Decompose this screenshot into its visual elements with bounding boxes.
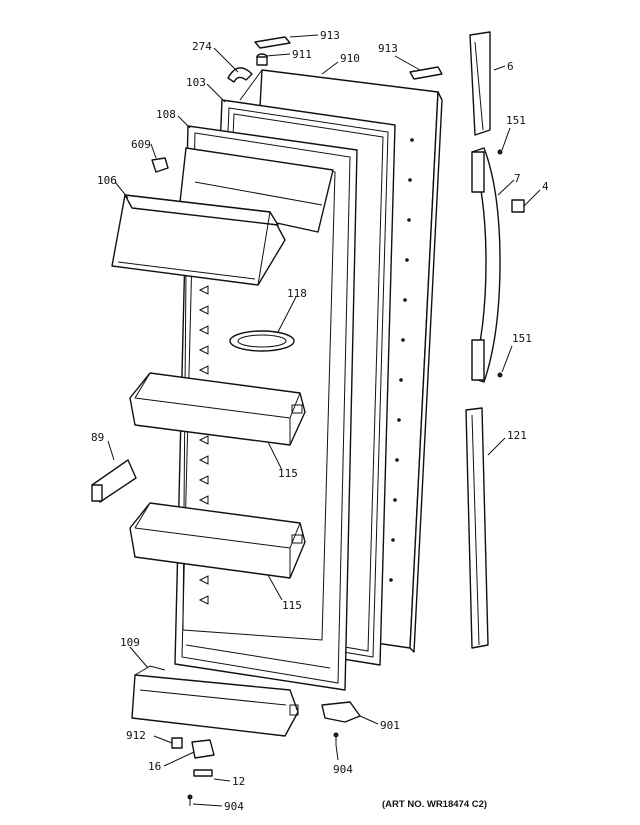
callout-labels: 913 911 274 910 913 103 108 609 106 118 …	[91, 29, 549, 813]
clip-4	[511, 199, 525, 213]
callout-103: 103	[186, 76, 206, 89]
callout-912: 912	[126, 729, 146, 742]
callout-6: 6	[507, 60, 514, 73]
screw-151-upper	[497, 149, 503, 155]
hinge-cover-609	[151, 157, 169, 173]
door-handle	[471, 147, 501, 383]
callout-913-top: 913	[320, 29, 340, 42]
callout-115-lower: 115	[282, 599, 302, 612]
callout-16: 16	[148, 760, 161, 773]
screw-904-bottom	[187, 794, 193, 806]
dairy-compartment	[111, 194, 286, 286]
handle-trim-bottom	[465, 407, 489, 649]
bottom-bin	[131, 665, 299, 737]
art-number: (ART NO. WR18474 C2)	[382, 799, 487, 810]
hinge-16	[191, 739, 215, 759]
callout-89: 89	[91, 431, 104, 444]
door-bin-lower	[129, 502, 306, 579]
callout-904-bottom: 904	[224, 800, 244, 813]
callout-118: 118	[287, 287, 307, 300]
door-bin-upper	[129, 372, 306, 446]
bushing-912	[171, 737, 183, 749]
screw-151-lower	[497, 372, 503, 378]
callout-609: 609	[131, 138, 151, 151]
cam-274	[227, 67, 253, 83]
callout-7: 7	[514, 172, 521, 185]
callout-901: 901	[380, 719, 400, 732]
callout-151-upper: 151	[506, 114, 526, 127]
callout-12: 12	[232, 775, 245, 788]
callout-4: 4	[542, 180, 549, 193]
shim-12	[193, 769, 213, 777]
callout-913-right: 913	[378, 42, 398, 55]
callout-106: 106	[97, 174, 117, 187]
screw-904-right	[333, 732, 339, 745]
callout-121: 121	[507, 429, 527, 442]
callout-910: 910	[340, 52, 360, 65]
callout-108: 108	[156, 108, 176, 121]
callout-115-upper: 115	[278, 467, 298, 480]
plate-913-right	[409, 66, 443, 80]
cover-901	[321, 701, 361, 723]
callout-911: 911	[292, 48, 312, 61]
callout-109: 109	[120, 636, 140, 649]
leader-lines	[107, 34, 541, 807]
plate-913-top	[254, 36, 291, 49]
bushing-911	[256, 53, 268, 66]
callout-151-lower: 151	[512, 332, 532, 345]
bracket-89	[91, 459, 137, 503]
callout-904-right: 904	[333, 763, 353, 776]
egg-tray	[229, 330, 295, 352]
handle-trim-top	[469, 31, 491, 136]
callout-274: 274	[192, 40, 212, 53]
